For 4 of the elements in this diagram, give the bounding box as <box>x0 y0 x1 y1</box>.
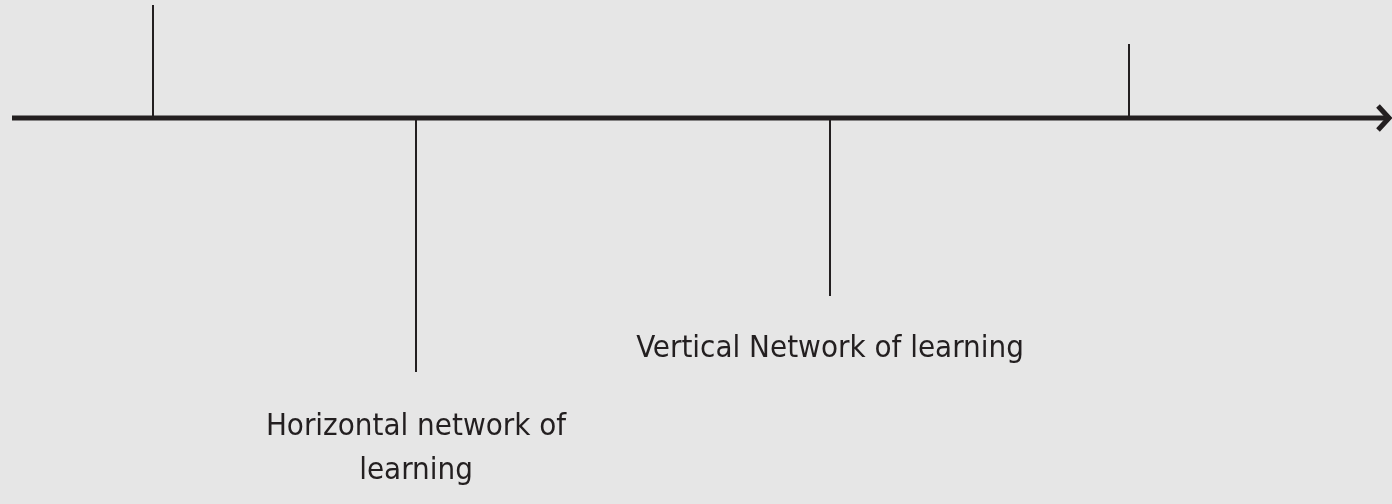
leader-line <box>415 119 417 373</box>
timeline-label: Vertical Network of learning <box>630 296 1030 368</box>
leader-line <box>829 119 831 297</box>
timeline-label: Horizontal network of learning <box>216 372 616 490</box>
